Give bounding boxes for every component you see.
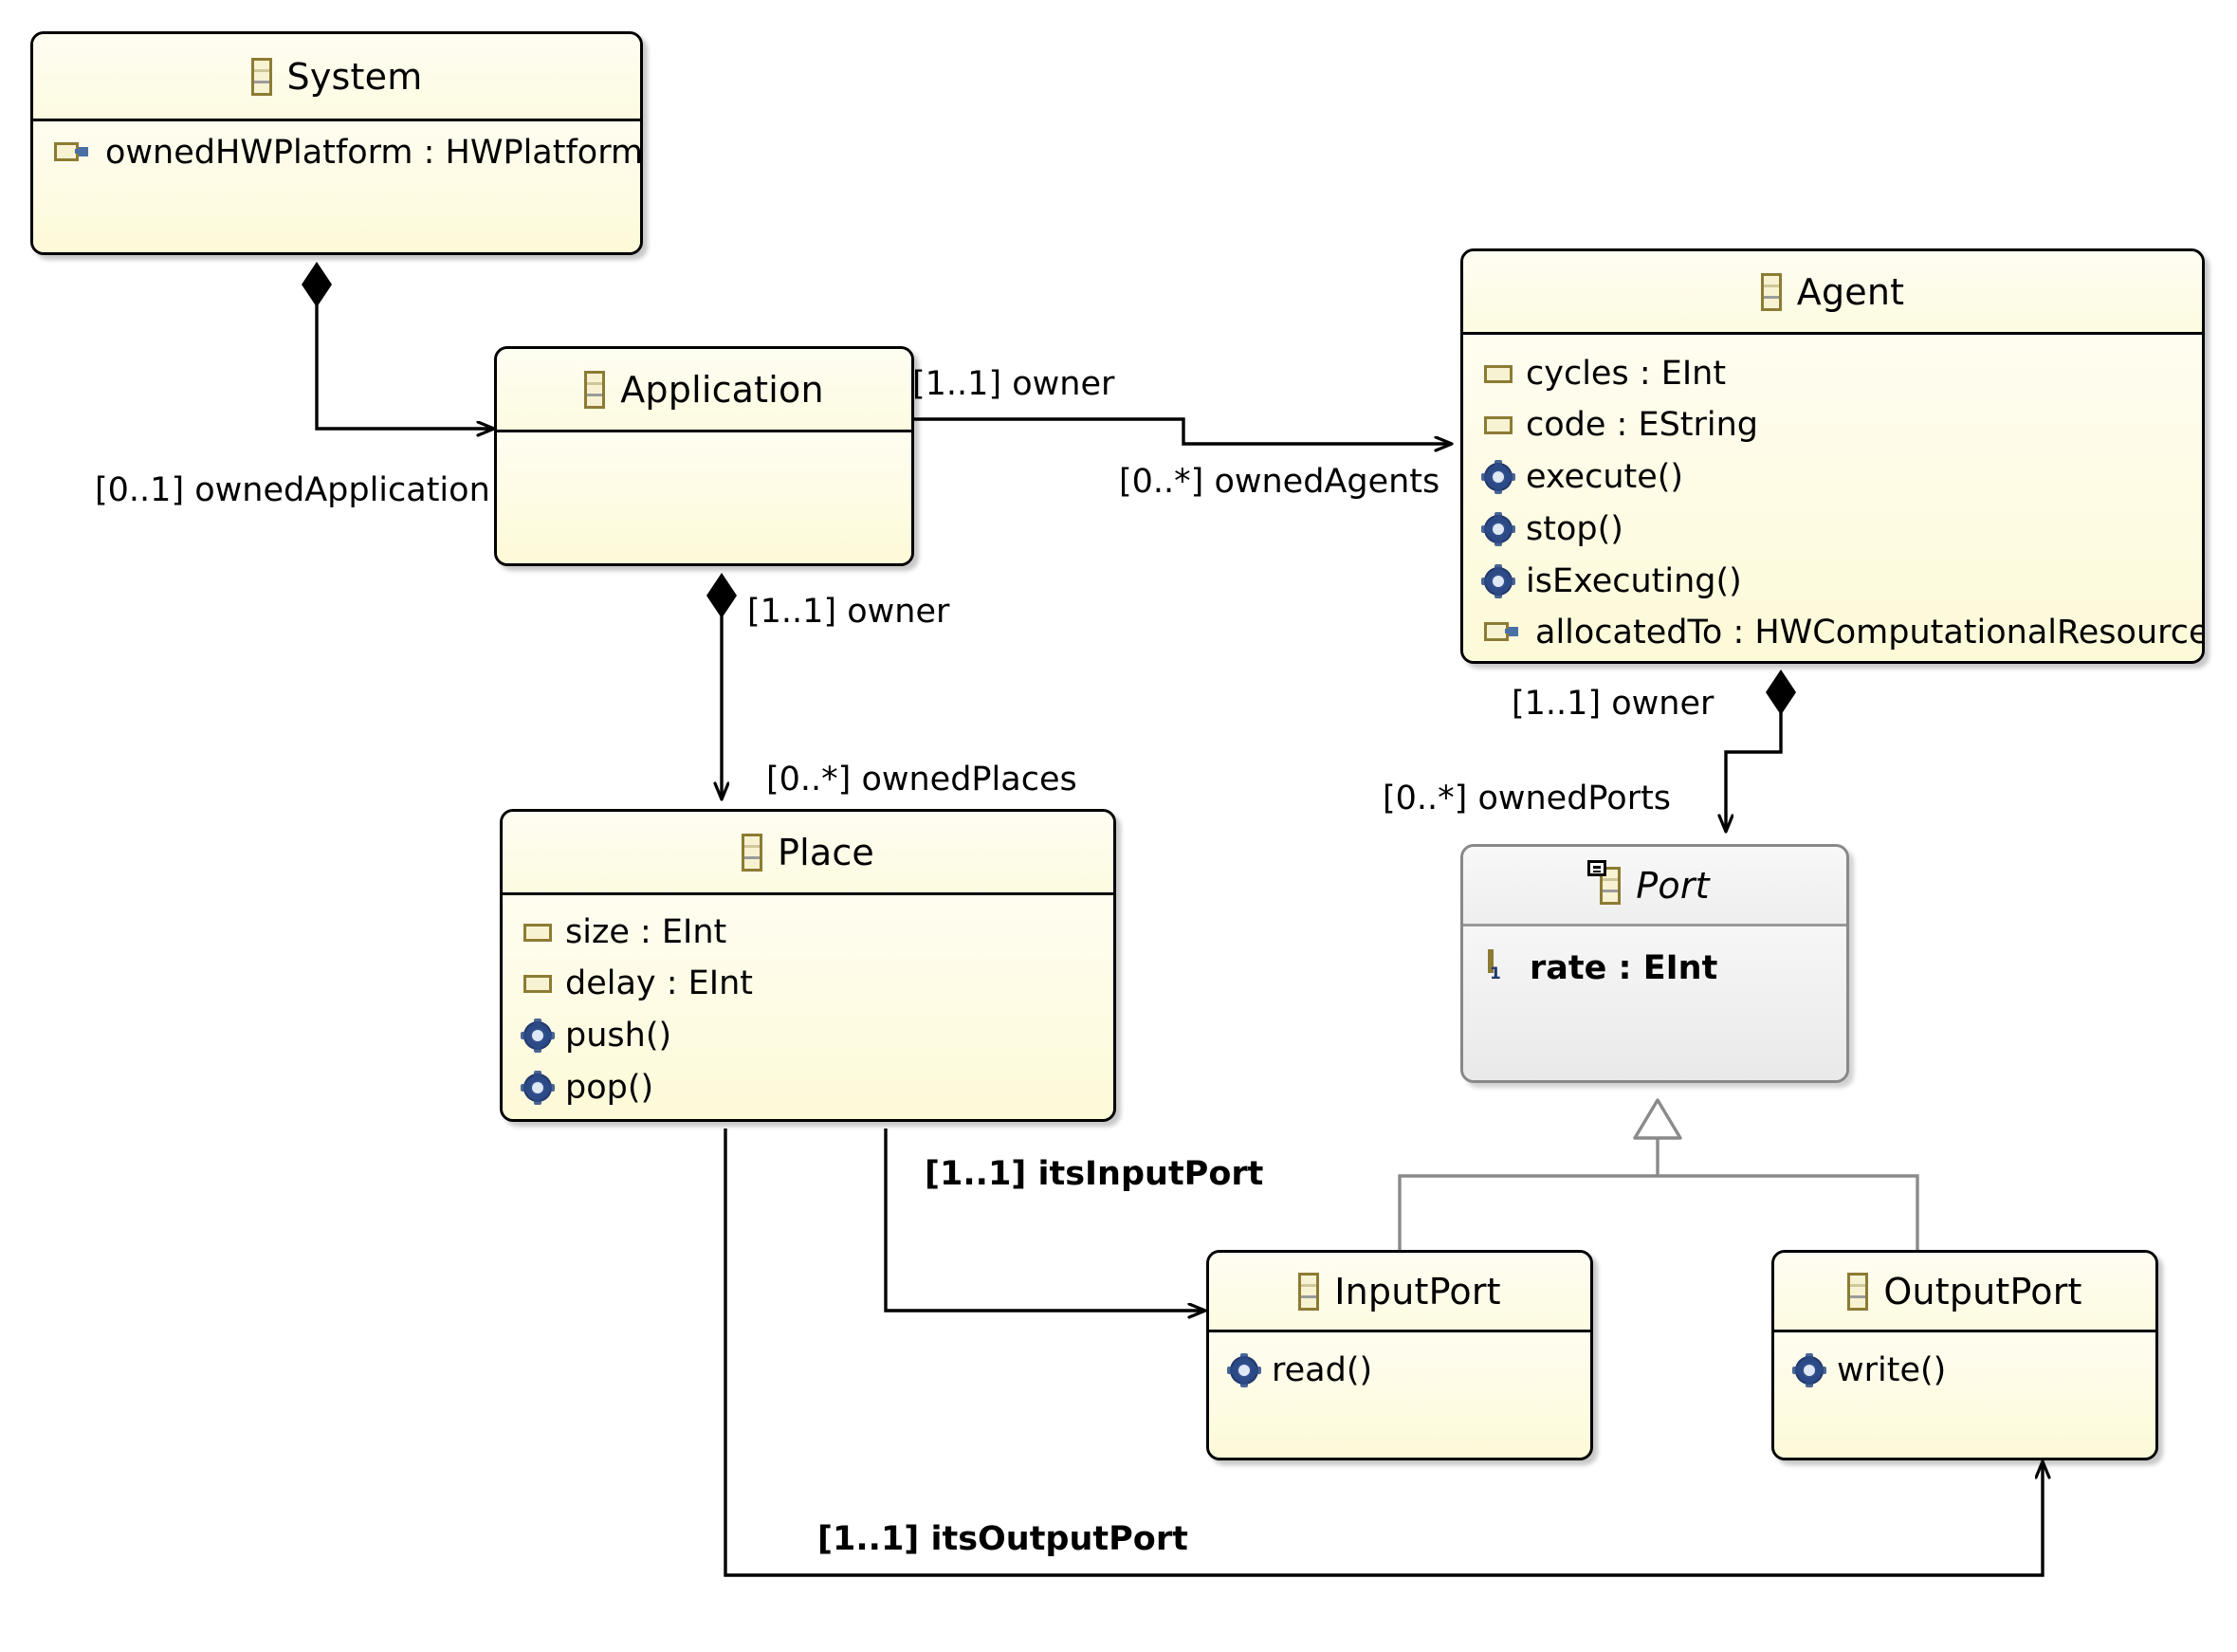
abstract-badge-icon [1587,859,1607,876]
member-label: push() [565,1016,672,1055]
eattribute-icon [1484,364,1513,383]
edge-generalization-ports [1398,1098,1919,1252]
class-body-inputport: read() [1209,1332,1590,1458]
class-member[interactable]: allocatedTo : HWComputationalResource [1484,607,2202,658]
edge-label-owned-application: [0..1] ownedApplication [95,471,490,509]
eoperation-icon [1481,563,1515,598]
class-member[interactable]: code : EString [1484,399,2202,450]
member-label: size : EInt [565,913,727,951]
class-member[interactable]: isExecuting() [1481,555,2202,607]
eoperation-icon [1792,1352,1826,1387]
class-body-agent: cycles : EInt code : EString execute() s… [1463,335,2202,661]
eoperation-icon [521,1070,555,1105]
ereference-icon [1484,622,1522,643]
edge-label-its-input-port: [1..1] itsInputPort [925,1155,1264,1193]
eoperation-icon [521,1018,555,1053]
member-label: read() [1272,1350,1373,1389]
class-member[interactable]: ownedHWPlatform : HWPlatform [54,131,640,174]
eattribute-icon [523,974,552,993]
class-member[interactable]: cycles : EInt [1484,348,2202,399]
edge-label-owner-application-place: [1..1] owner [747,593,950,631]
class-member[interactable]: pop() [521,1061,1113,1113]
class-box-inputport[interactable]: InputPort read() [1206,1250,1593,1460]
eclass-icon [250,57,272,96]
class-box-outputport[interactable]: OutputPort write() [1771,1250,2158,1460]
edge-application-ownedplaces [706,573,737,798]
eclass-icon [584,370,606,409]
edge-label-owner-application-agent: [1..1] owner [912,365,1115,403]
edge-label-owner-agent-port: [1..1] owner [1512,685,1714,723]
member-label: rate : EInt [1530,949,1718,987]
class-title-system: System [286,55,423,98]
eclass-icon [1298,1272,1320,1311]
class-member[interactable]: execute() [1481,450,2202,503]
class-body-application [497,432,911,563]
member-label: delay : EInt [565,964,754,1002]
class-box-port[interactable]: Port 1 rate : EInt [1460,844,1849,1083]
class-body-system: ownedHWPlatform : HWPlatform [33,121,640,252]
class-member[interactable]: delay : EInt [523,958,1113,1009]
eclass-icon [741,833,762,872]
class-member[interactable]: push() [521,1009,1113,1061]
member-label: code : EString [1526,406,1759,444]
edge-system-ownedapplication [302,262,493,429]
eattribute-one-icon: 1 [1488,949,1516,984]
eoperation-icon [1227,1352,1261,1387]
class-body-place: size : EInt delay : EInt push() pop() [503,895,1113,1119]
edge-place-itsoutputport [724,1129,2043,1577]
class-header-place: Place [503,812,1113,895]
class-title-outputport: OutputPort [1883,1270,2082,1312]
class-member[interactable]: 1 rate : EInt [1488,942,1846,995]
edge-label-owned-ports: [0..*] ownedPorts [1383,780,1672,817]
edge-agent-ownedports [1726,670,1796,831]
member-label: stop() [1526,509,1623,548]
member-label: cycles : EInt [1526,355,1727,393]
class-title-inputport: InputPort [1334,1270,1501,1312]
eattribute-icon [523,923,552,942]
class-box-application[interactable]: Application [494,346,914,566]
class-member[interactable]: size : EInt [523,907,1113,958]
class-member[interactable]: write() [1792,1344,2155,1396]
edge-label-owned-places: [0..*] ownedPlaces [766,761,1077,798]
eclass-abstract-icon [1587,859,1622,905]
class-title-place: Place [777,831,875,873]
member-label: execute() [1526,457,1684,496]
member-label: allocatedTo : HWComputationalResource [1535,614,2205,652]
ereference-icon [54,142,92,163]
class-header-port: Port [1463,847,1846,927]
eoperation-icon [1481,459,1515,494]
class-title-port: Port [1636,864,1710,907]
class-member[interactable]: read() [1227,1344,1590,1396]
class-title-agent: Agent [1796,270,1905,313]
eoperation-icon [1481,511,1515,546]
class-box-system[interactable]: System ownedHWPlatform : HWPlatform [30,31,643,255]
class-title-application: Application [620,368,824,411]
member-label: write() [1837,1350,1947,1389]
eclass-icon [1760,272,1782,311]
edge-application-ownedagents [878,404,1451,444]
class-header-outputport: OutputPort [1774,1253,2155,1332]
member-label: isExecuting() [1526,561,1742,600]
class-box-place[interactable]: Place size : EInt delay : EInt push() po… [500,809,1116,1122]
member-label: ownedHWPlatform : HWPlatform [105,134,643,172]
eclass-icon [1847,1272,1869,1311]
class-header-system: System [33,34,640,121]
class-header-agent: Agent [1463,251,2202,335]
eattribute-icon [1484,415,1513,434]
edge-place-itsinputport [884,1129,1204,1311]
class-header-application: Application [497,349,911,432]
edge-label-owned-agents: [0..*] ownedAgents [1119,463,1440,501]
class-member[interactable]: stop() [1481,503,2202,555]
class-body-port: 1 rate : EInt [1463,927,1846,1080]
member-label: pop() [565,1068,654,1107]
edge-label-its-output-port: [1..1] itsOutputPort [817,1520,1188,1558]
class-header-inputport: InputPort [1209,1253,1590,1332]
class-box-agent[interactable]: Agent cycles : EInt code : EString execu… [1460,248,2205,664]
class-body-outputport: write() [1774,1332,2155,1458]
